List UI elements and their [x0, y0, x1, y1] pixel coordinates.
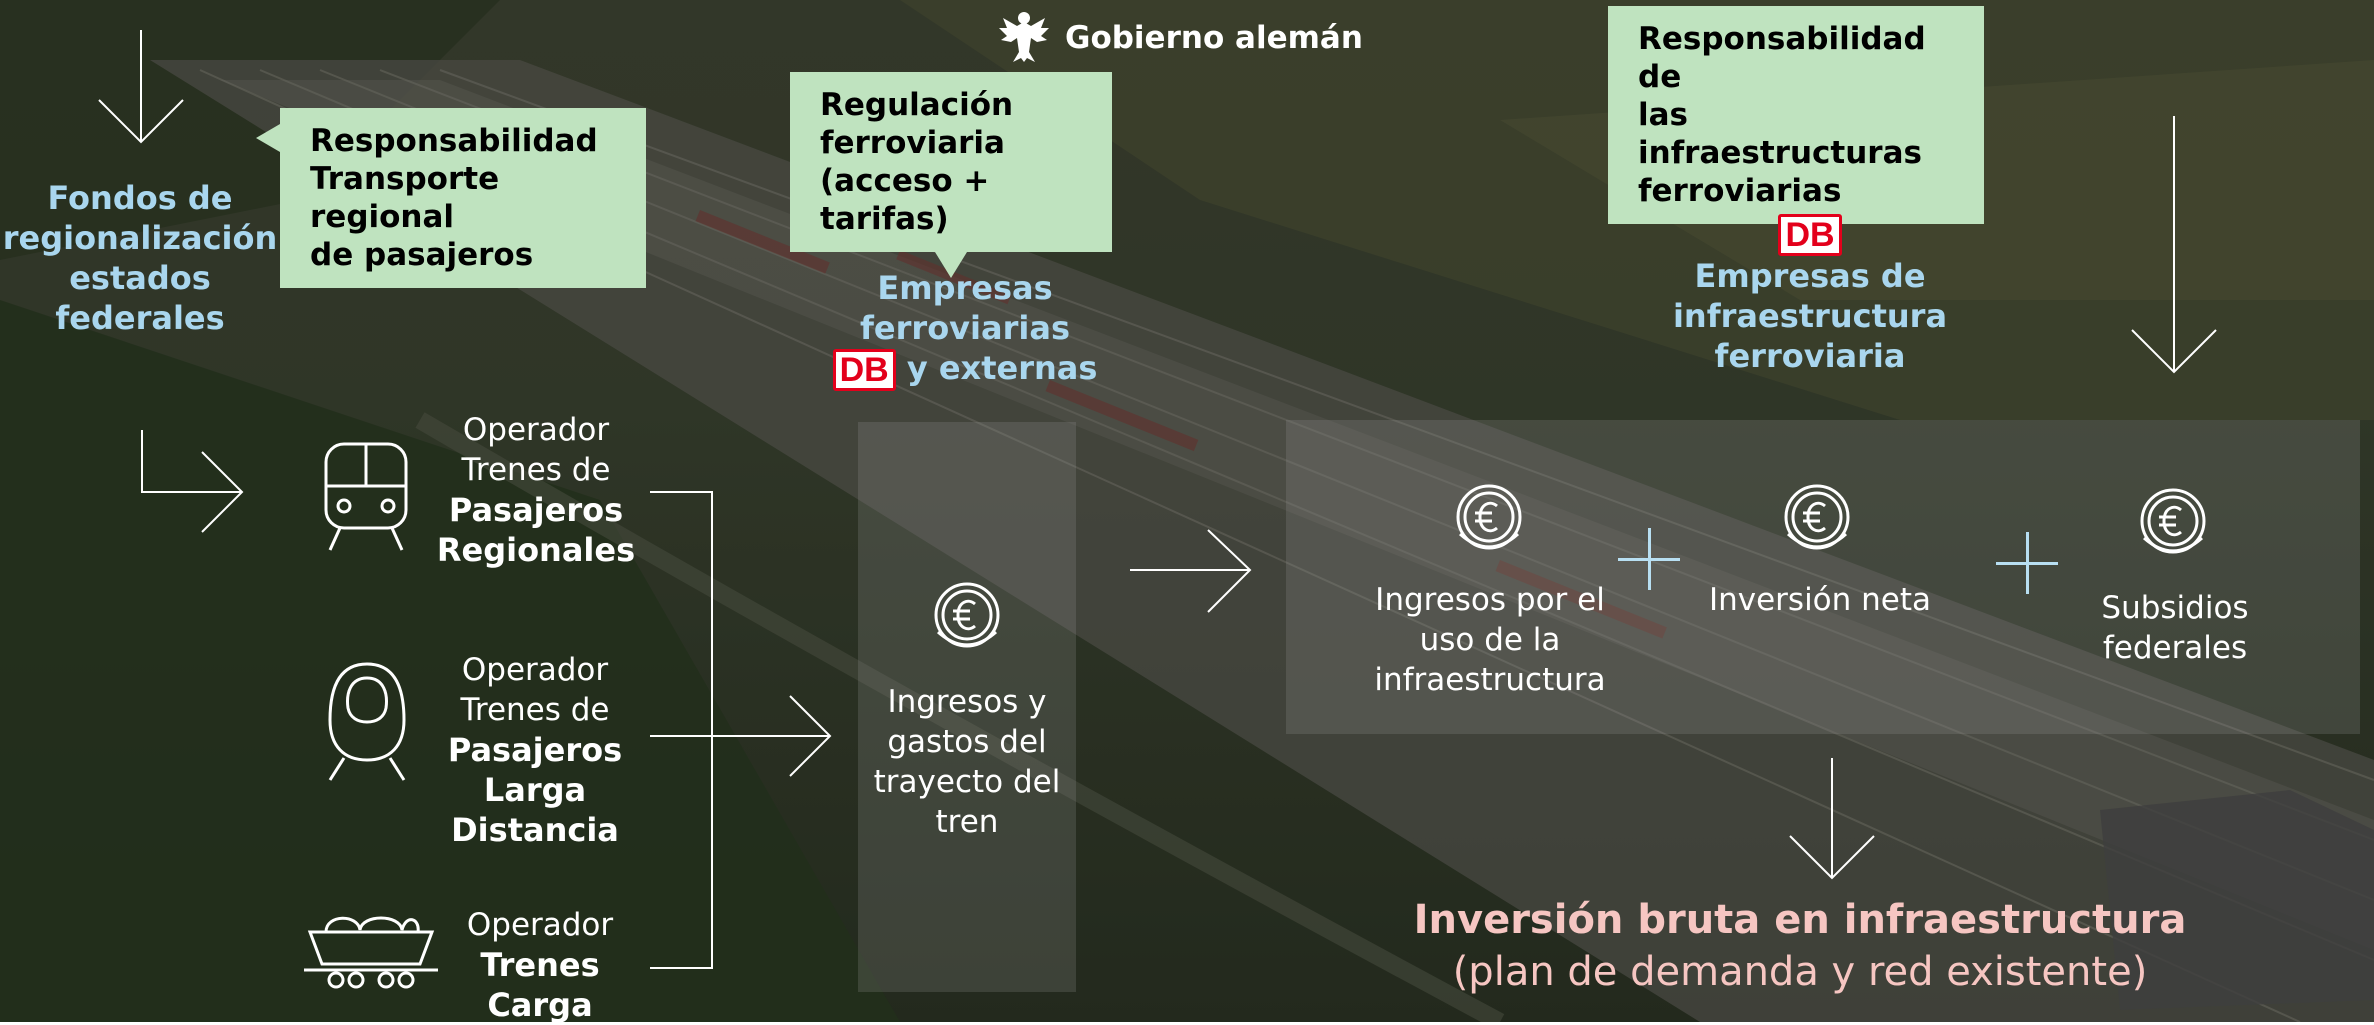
db-logo: DB	[832, 349, 896, 391]
federal-eagle-icon	[995, 8, 1053, 68]
operator-regional-type: Pasajeros Regionales	[436, 491, 636, 569]
train-path-panel	[858, 422, 1076, 992]
euro-coin-icon	[934, 582, 1000, 648]
freight-wagon-icon	[302, 906, 440, 994]
government-header: Gobierno alemán	[995, 8, 1363, 68]
operator-long-distance-type: Pasajeros Larga Distancia	[447, 731, 623, 849]
operator-regional-label: Operador Trenes de	[461, 412, 611, 488]
operator-freight: Operador Trenes Carga	[450, 905, 630, 1025]
operator-long-distance-label: Operador Trenes de	[460, 652, 610, 728]
gross-investment-result: Inversión bruta en infraestructura (plan…	[1300, 894, 2300, 998]
infrastructure-responsibility-callout: Responsabilidad de las infraestructuras …	[1608, 6, 1984, 250]
train-path-revenue-label: Ingresos y gastos del trayecto del tren	[873, 684, 1061, 840]
operator-freight-label: Operador	[466, 907, 614, 943]
federal-subsidies-label: Subsidios federales	[2101, 590, 2249, 666]
regional-train-icon	[318, 438, 414, 558]
operator-long-distance: Operador Trenes de Pasajeros Larga Dista…	[430, 650, 640, 850]
funds-arrow-down-icon	[95, 30, 191, 154]
euro-coin-icon-infra-use	[1456, 484, 1522, 550]
plus-icon-2	[1996, 532, 2058, 594]
infrastructure-revenue-panel	[1286, 420, 2360, 734]
plus-icon-1	[1618, 528, 1680, 590]
operator-regional: Operador Trenes de Pasajeros Regionales	[426, 410, 646, 570]
euro-coin-icon-subsidies	[2140, 488, 2206, 554]
railway-companies-label: Empresas ferroviarias DB y externas	[820, 268, 1110, 391]
infrastructure-use-revenue-label: Ingresos por el uso de la infraestructur…	[1374, 582, 1606, 698]
elbow-arrow-icon	[140, 430, 250, 544]
high-speed-train-icon	[320, 660, 414, 786]
operators-bracket	[650, 480, 840, 984]
net-investment-label: Inversión neta	[1708, 582, 1932, 618]
to-infrastructure-arrow-icon	[1130, 526, 1254, 620]
regionalization-funds-label: Fondos de regionalización estados federa…	[2, 179, 278, 337]
db-logo-infra: DB	[1778, 214, 1842, 256]
railway-companies-external: y externas	[906, 349, 1098, 387]
railway-companies-text: Empresas ferroviarias	[860, 269, 1070, 347]
subsidies-arrow-down-icon	[2128, 116, 2220, 382]
to-result-arrow-icon	[1786, 758, 1878, 886]
gross-investment-subtitle: (plan de demanda y red existente)	[1452, 949, 2148, 995]
infra-companies-label: Empresas de infraestructura ferroviaria	[1672, 257, 1948, 375]
regulation-callout: Regulación ferroviaria (acceso + tarifas…	[790, 72, 1112, 278]
gross-investment-title: Inversión bruta en infraestructura	[1413, 897, 2187, 943]
regional-responsibility-callout: Responsabilidad Transporte regional de p…	[256, 108, 646, 288]
government-title: Gobierno alemán	[1065, 20, 1363, 56]
infra-companies-block: DB Empresas de infraestructura ferroviar…	[1660, 214, 1960, 376]
euro-coin-icon-net-investment	[1784, 484, 1850, 550]
operator-freight-type: Trenes Carga	[480, 946, 600, 1024]
